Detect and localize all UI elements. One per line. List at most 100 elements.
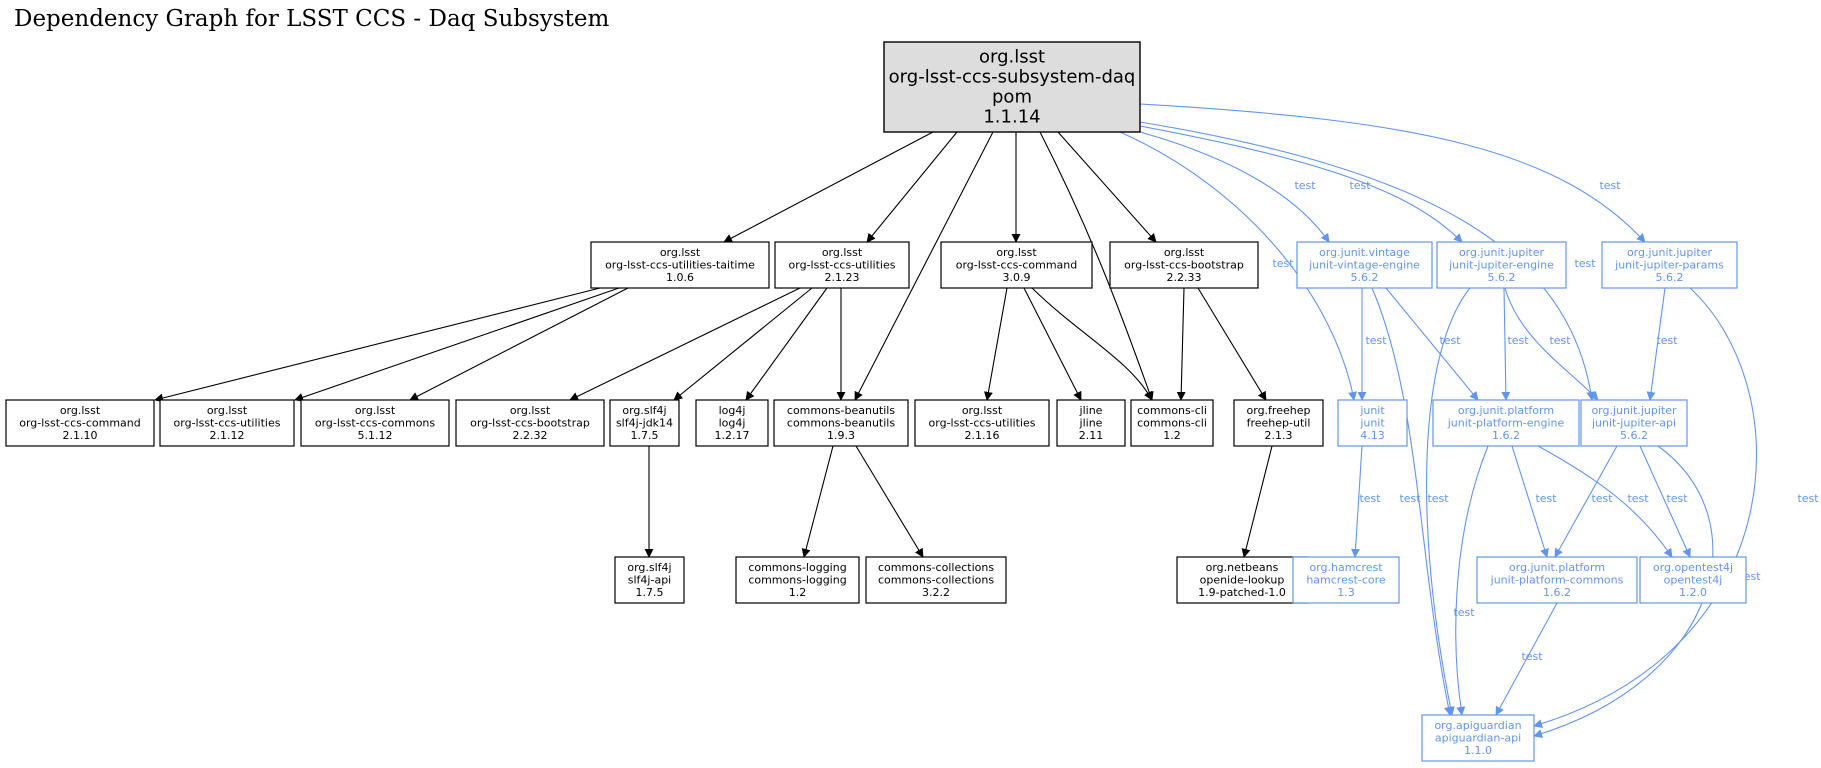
node-label-commons-cli-line-2: 1.2 — [1163, 429, 1181, 442]
node-label-taitime-line-2: 1.0.6 — [666, 271, 694, 284]
node-label-junit-line-2: 4.13 — [1360, 429, 1385, 442]
node-label-jupiter-engine-line-2: 5.6.2 — [1488, 271, 1516, 284]
edge-platform-engine-to-platform-commons — [1511, 445, 1549, 558]
node-box-taitime — [590, 241, 770, 289]
node-label-jline-line-1: jline — [1079, 417, 1103, 430]
node-label-log4j-line-1: log4j — [719, 417, 746, 430]
node-label-openide-line-0: org.netbeans — [1206, 561, 1279, 574]
edge-root-to-commons-cli — [1039, 131, 1154, 401]
node-label-jupiter-params-line-2: 5.6.2 — [1656, 271, 1684, 284]
node-label-commons-logging-line-1: commons-logging — [748, 574, 846, 587]
node-label-root-line-2: pom — [992, 87, 1032, 108]
node-box-openide — [1176, 556, 1308, 604]
node-box-slf4j-api — [614, 556, 685, 604]
edge-command-to-utilities-2116 — [983, 287, 1008, 401]
node-label-utilities-line-1: org-lsst-ccs-utilities — [789, 259, 896, 272]
node-label-utilities-2116-line-1: org-lsst-ccs-utilities — [929, 417, 1036, 430]
node-label-apiguardian-line-2: 1.1.0 — [1464, 744, 1492, 757]
node-label-commons-5112-line-1: org-lsst-ccs-commons — [315, 417, 436, 430]
node-label-beanutils-line-0: commons-beanutils — [787, 404, 895, 417]
node-label-opentest4j-line-1: opentest4j — [1664, 574, 1723, 587]
node-label-junit-line-1: junit — [1359, 417, 1385, 430]
node-label-command-line-0: org.lsst — [996, 246, 1037, 259]
node-label-taitime-line-1: org-lsst-ccs-utilities-taitime — [605, 259, 755, 272]
node-label-jupiter-api-line-2: 5.6.2 — [1620, 429, 1648, 442]
edge-label-junit-to-hamcrest: test — [1359, 492, 1381, 505]
node-box-commons-logging — [735, 556, 860, 604]
node-label-jupiter-api-line-0: org.junit.jupiter — [1591, 404, 1677, 417]
node-label-root-line-0: org.lsst — [979, 47, 1045, 68]
edge-label-jupiter-api-to-opentest4j: test — [1666, 492, 1688, 505]
node-taitime: org.lsstorg-lsst-ccs-utilities-taitime1.… — [590, 241, 770, 289]
edge-label-jupiter-params-to-apiguardian: test — [1797, 492, 1819, 505]
node-box-jline — [1056, 399, 1126, 447]
node-box-platform-engine — [1432, 399, 1580, 447]
edge-beanutils-to-commons-collections — [855, 445, 924, 558]
edge-taitime-to-command-2110 — [154, 287, 601, 403]
node-label-log4j-line-2: 1.2.17 — [715, 429, 750, 442]
edge-label-root-to-jupiter-params: test — [1599, 179, 1621, 192]
node-label-commons-cli-line-1: commons-cli — [1137, 417, 1207, 430]
node-box-freehep — [1233, 399, 1324, 447]
nodes-layer: org.lsstorg-lsst-ccs-subsystem-daqpom1.1… — [5, 41, 1747, 762]
edge-label-jupiter-api-to-platform-commons: test — [1591, 492, 1613, 505]
edge-taitime-to-commons-5112 — [409, 287, 629, 401]
node-label-opentest4j-line-0: org.opentest4j — [1653, 561, 1733, 574]
node-box-vintage — [1296, 241, 1433, 289]
node-jupiter-params: org.junit.jupiterjunit-jupiter-params5.6… — [1601, 241, 1738, 289]
node-label-platform-engine-line-2: 1.6.2 — [1492, 429, 1520, 442]
node-box-utilities — [774, 241, 910, 289]
edge-root-to-utilities — [866, 131, 958, 243]
node-label-platform-commons-line-1: junit-platform-commons — [1490, 574, 1624, 587]
node-label-root-line-3: 1.1.14 — [983, 107, 1040, 128]
edge-jupiter-engine-to-platform-engine — [1501, 287, 1511, 401]
node-label-platform-engine-line-0: org.junit.platform — [1458, 404, 1554, 417]
edge-label-root-to-junit: test — [1272, 257, 1294, 270]
node-platform-engine: org.junit.platformjunit-platform-engine1… — [1432, 399, 1580, 447]
node-label-root-line-1: org-lsst-ccs-subsystem-daq — [889, 67, 1136, 88]
node-label-opentest4j-line-2: 1.2.0 — [1679, 586, 1707, 599]
edge-label-vintage-to-apiguardian: test — [1399, 492, 1421, 505]
edge-root-to-vintage — [1139, 131, 1330, 243]
node-label-commons-cli-line-0: commons-cli — [1137, 404, 1207, 417]
edge-command-to-commons-cli — [1031, 287, 1153, 401]
node-label-slf4j-api-line-2: 1.7.5 — [636, 586, 664, 599]
edge-label-platform-engine-to-opentest4j: test — [1627, 492, 1649, 505]
node-label-hamcrest-line-1: hamcrest-core — [1306, 574, 1386, 587]
edge-root-to-jupiter-params — [1139, 103, 1646, 243]
node-label-jupiter-engine-line-0: org.junit.jupiter — [1459, 246, 1545, 259]
node-box-utilities-2112 — [159, 399, 295, 447]
edge-freehep-to-openide — [1241, 445, 1273, 558]
node-label-commons-collections-line-1: commons-collections — [878, 574, 994, 587]
node-label-command-2110-line-1: org-lsst-ccs-command — [19, 417, 141, 430]
node-label-utilities-2112-line-2: 2.1.12 — [210, 429, 245, 442]
node-label-slf4j-jdk14-line-1: slf4j-jdk14 — [616, 417, 673, 430]
edge-label-root-to-vintage: test — [1294, 179, 1316, 192]
node-label-utilities-2116-line-2: 2.1.16 — [965, 429, 1000, 442]
node-label-platform-engine-line-1: junit-platform-engine — [1447, 417, 1565, 430]
node-label-slf4j-jdk14-line-2: 1.7.5 — [631, 429, 659, 442]
edge-root-to-bootstrap — [1057, 131, 1157, 243]
node-label-bootstrap-2232-line-0: org.lsst — [510, 404, 551, 417]
node-label-vintage-line-1: junit-vintage-engine — [1308, 259, 1420, 272]
node-label-jupiter-engine-line-1: junit-jupiter-engine — [1448, 259, 1554, 272]
edge-platform-engine-to-apiguardian — [1455, 445, 1489, 716]
node-label-utilities-2116-line-0: org.lsst — [962, 404, 1003, 417]
node-label-utilities-2112-line-1: org-lsst-ccs-utilities — [174, 417, 281, 430]
node-box-bootstrap — [1109, 241, 1259, 289]
edge-vintage-to-platform-engine — [1385, 287, 1479, 401]
edge-command-to-jline — [1023, 287, 1082, 401]
node-label-freehep-line-0: org.freehep — [1247, 404, 1311, 417]
node-jupiter-engine: org.junit.jupiterjunit-jupiter-engine5.6… — [1436, 241, 1567, 289]
